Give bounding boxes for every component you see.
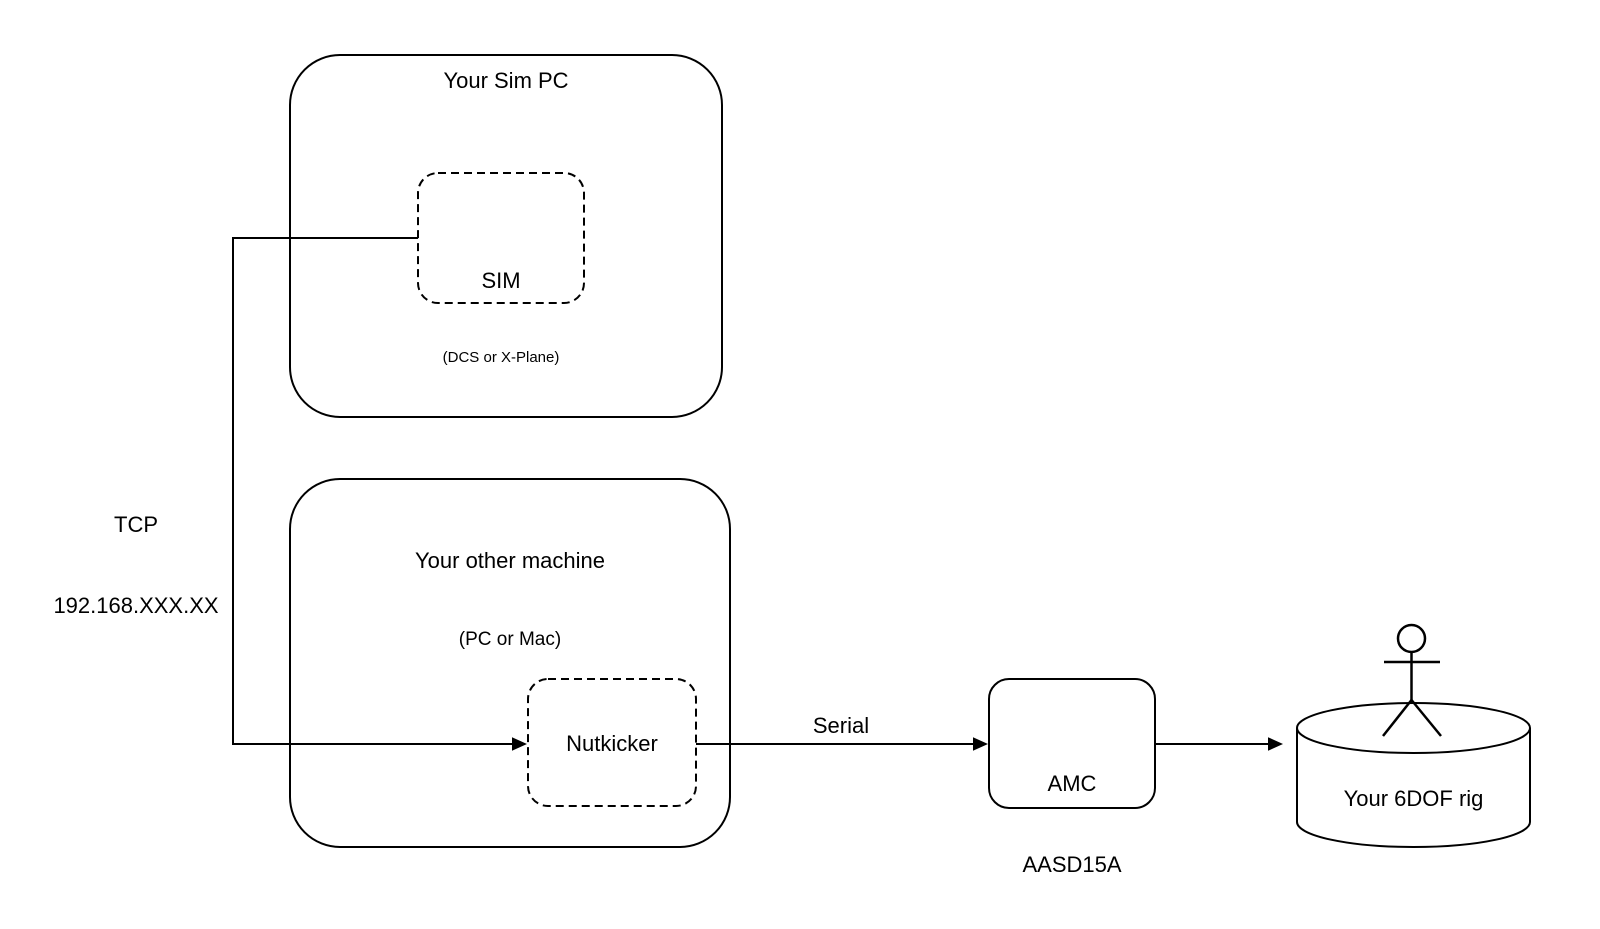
rig-cylinder <box>1296 702 1531 848</box>
sim-pc-box-title: Your Sim PC <box>443 68 569 93</box>
serial-connector-arrowhead-icon <box>973 737 988 751</box>
amc-box-label: AMC AASD15A <box>989 716 1155 929</box>
other-machine-box-label: Your other machine (PC or Mac) <box>290 493 730 705</box>
person-right-leg <box>1410 699 1442 737</box>
tcp-connector-label: TCP 192.168.XXX.XX <box>36 457 236 673</box>
sim-box-outline <box>417 172 585 304</box>
amc-to-rig-arrowhead-icon <box>1268 737 1283 751</box>
tcp-connector-line <box>232 237 513 745</box>
other-machine-box-title: Your other machine <box>415 548 605 573</box>
person-head <box>1396 623 1427 654</box>
sim-pc-box-outline <box>289 54 723 418</box>
other-machine-box-subtitle: (PC or Mac) <box>458 629 562 650</box>
rig-cylinder-top <box>1296 702 1531 754</box>
nutkicker-box-label: Nutkicker <box>566 731 658 756</box>
rig-label: Your 6DOF rig <box>1343 786 1484 811</box>
amc-box-line2: AASD15A <box>1022 852 1122 877</box>
tcp-label-line1: TCP <box>114 512 158 537</box>
tcp-label-line2: 192.168.XXX.XX <box>53 593 219 618</box>
person-icon <box>1382 623 1442 737</box>
sim-box-label: SIM (DCS or X-Plane) <box>418 213 584 421</box>
other-machine-box-outline <box>289 478 731 848</box>
nutkicker-box-outline <box>527 678 697 807</box>
serial-connector-label: Serial <box>812 713 870 738</box>
person-left-leg <box>1382 699 1413 737</box>
sim-box-title: SIM <box>481 268 521 293</box>
amc-box-line1: AMC <box>1047 771 1097 796</box>
rig-cylinder-body <box>1296 728 1531 848</box>
sim-box-subtitle: (DCS or X-Plane) <box>442 349 560 366</box>
tcp-connector-arrowhead-icon <box>512 737 527 751</box>
